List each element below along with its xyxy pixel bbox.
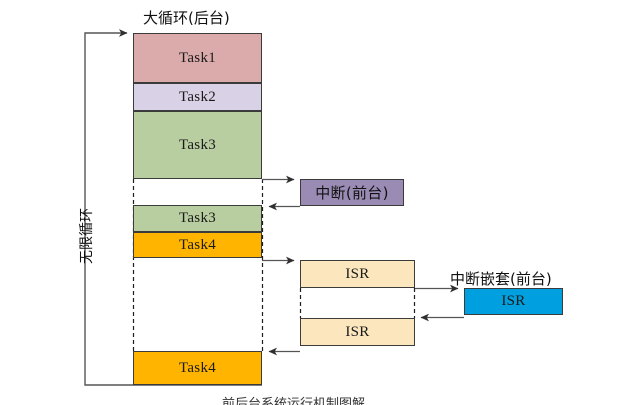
task-box-label: Task2: [178, 88, 217, 105]
figure-caption: 前后台系统运行机制图解: [222, 397, 366, 405]
task-box-task4-second: Task4: [133, 351, 262, 385]
task-box-task3-first: Task3: [133, 111, 262, 179]
task-box-task1: Task1: [133, 33, 262, 83]
isr-box-label: ISR: [345, 323, 370, 340]
task-box-task3-second: Task3: [133, 205, 262, 232]
task-box-label: Task4: [178, 359, 217, 376]
nested-isr-box: ISR: [464, 288, 563, 315]
isr-box-lower: ISR: [300, 318, 415, 346]
interrupt-box-label: 中断(前台): [315, 184, 389, 202]
nested-isr-box-label: ISR: [501, 293, 526, 309]
task-box-task2: Task2: [133, 83, 262, 111]
task-box-task4-first: Task4: [133, 232, 262, 258]
infinite-loop-label: 无限循环: [79, 208, 95, 264]
background-loop-title: 大循环(后台): [143, 9, 230, 27]
task-box-label: Task4: [178, 236, 217, 253]
nested-interrupt-title: 中断嵌套(前台): [450, 270, 552, 288]
task-box-label: Task3: [178, 210, 217, 226]
isr-box-upper: ISR: [300, 260, 415, 288]
task-box-label: Task1: [178, 49, 217, 66]
task-box-label: Task3: [178, 136, 217, 153]
interrupt-box: 中断(前台): [300, 179, 404, 206]
isr-box-label: ISR: [345, 265, 370, 282]
